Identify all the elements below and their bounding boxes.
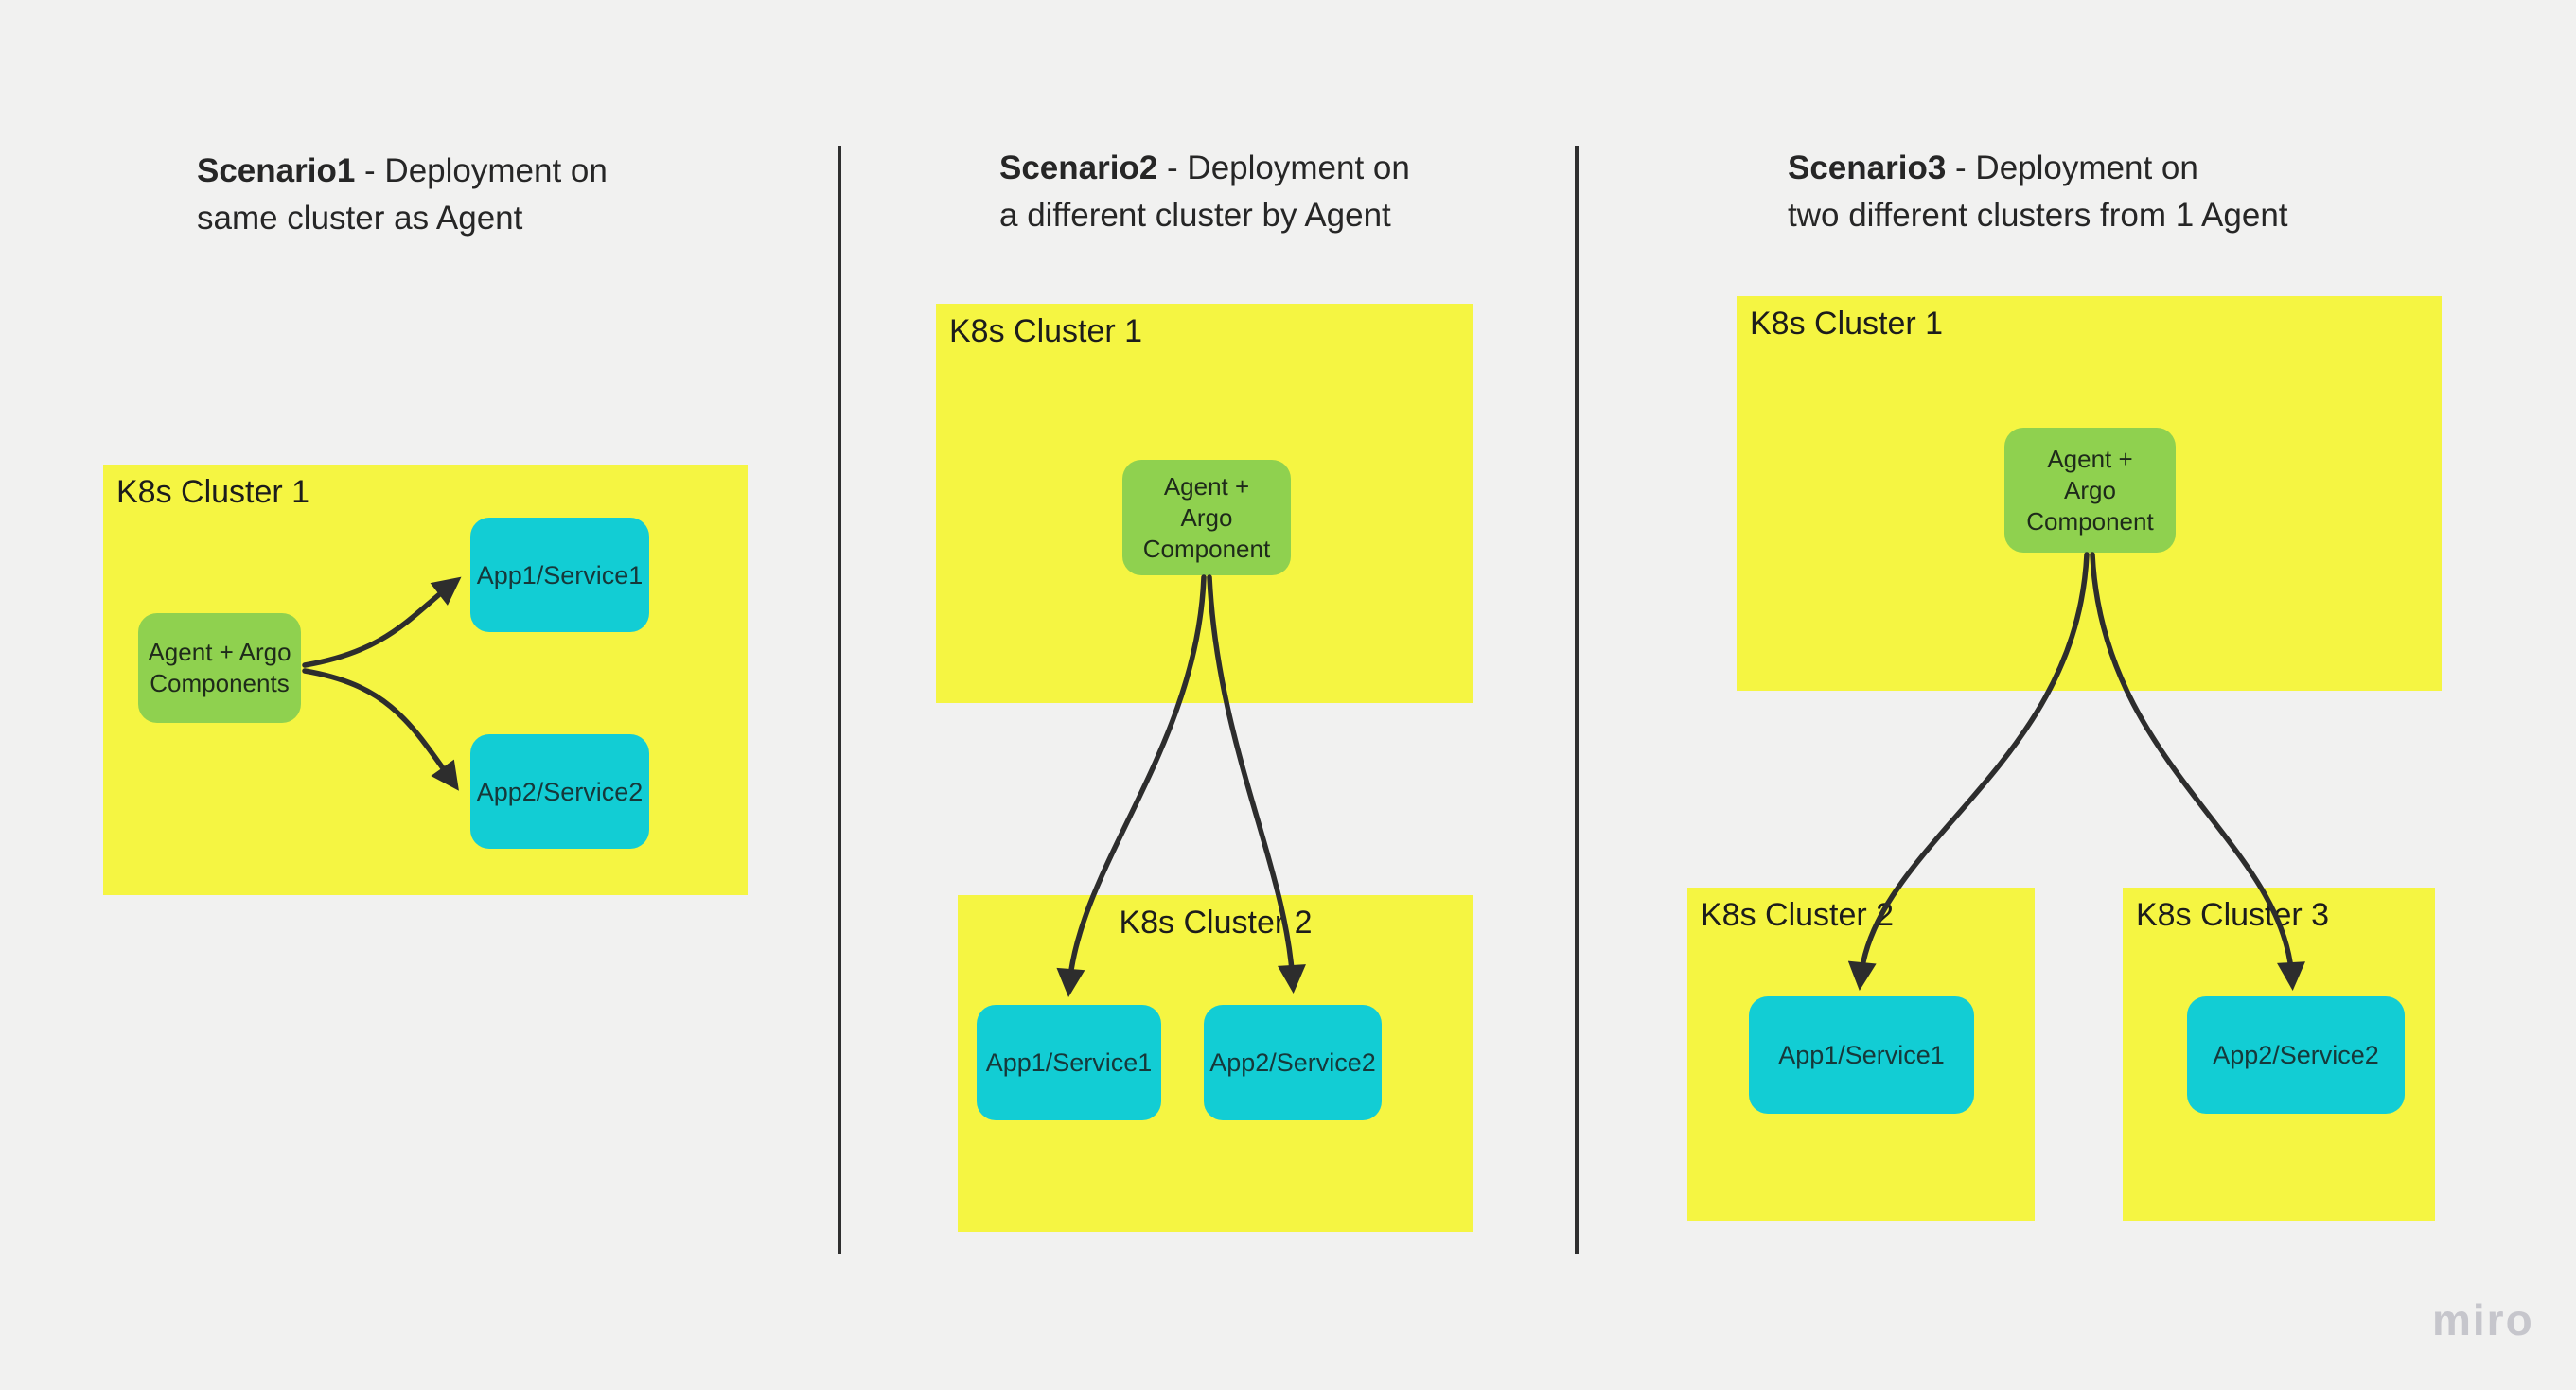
- s1-agent-node[interactable]: Agent + Argo Components: [138, 613, 301, 723]
- s1-app2-node[interactable]: App2/Service2: [470, 734, 649, 849]
- s3-agent-label: Agent + Argo Component: [2026, 444, 2154, 536]
- s3-app1-label: App1/Service1: [1778, 1041, 1945, 1069]
- s2-agent-label: Agent + Argo Component: [1142, 471, 1271, 563]
- scenario3-title-bold: Scenario3: [1788, 150, 1947, 186]
- s2-cluster2-label: K8s Cluster 2: [1119, 905, 1313, 941]
- s2-app1-label: App1/Service1: [985, 1048, 1153, 1077]
- scenario2-title[interactable]: Scenario2 - Deployment on a different clu…: [999, 145, 1410, 239]
- s1-app1-label: App1/Service1: [476, 560, 644, 589]
- s2-cluster1-label: K8s Cluster 1: [949, 313, 1143, 349]
- s1-agent-label: Agent + Argo Components: [148, 638, 291, 697]
- scenario1-title-line2: same cluster as Agent: [197, 200, 523, 237]
- s3-app2-label: App2/Service2: [2213, 1041, 2379, 1069]
- divider-line-1[interactable]: [838, 146, 841, 1254]
- scenario3-title-line2: two different clusters from 1 Agent: [1788, 197, 2288, 234]
- miro-watermark: miro: [2432, 1295, 2534, 1345]
- scenario1-title-rest: - Deployment on: [355, 152, 608, 189]
- scenario1-title[interactable]: Scenario1 - Deployment on same cluster as…: [197, 148, 608, 242]
- s2-app2-label: App2/Service2: [1209, 1048, 1376, 1077]
- divider-line-2[interactable]: [1575, 146, 1579, 1254]
- s1-app1-node[interactable]: App1/Service1: [470, 518, 649, 632]
- s2-agent-node[interactable]: Agent + Argo Component: [1122, 460, 1291, 575]
- scenario2-title-rest: - Deployment on: [1157, 150, 1410, 186]
- scenario2-title-line2: a different cluster by Agent: [999, 197, 1391, 234]
- scenario3-title[interactable]: Scenario3 - Deployment on two different c…: [1788, 145, 2288, 239]
- s3-cluster1-label: K8s Cluster 1: [1750, 306, 1944, 342]
- scenario1-title-bold: Scenario1: [197, 152, 356, 189]
- s1-app2-label: App2/Service2: [476, 777, 644, 806]
- s3-app2-node[interactable]: App2/Service2: [2187, 996, 2405, 1114]
- s3-cluster2-label: K8s Cluster 2: [1701, 897, 1895, 933]
- s2-app1-node[interactable]: App1/Service1: [977, 1005, 1161, 1120]
- s2-app2-node[interactable]: App2/Service2: [1204, 1005, 1382, 1120]
- s3-cluster3-label: K8s Cluster 3: [2136, 897, 2330, 933]
- s3-app1-node[interactable]: App1/Service1: [1749, 996, 1974, 1114]
- s3-agent-node[interactable]: Agent + Argo Component: [2004, 428, 2176, 553]
- scenario3-title-rest: - Deployment on: [1946, 150, 2198, 186]
- scenario2-title-bold: Scenario2: [999, 150, 1158, 186]
- s1-cluster1-label: K8s Cluster 1: [116, 474, 310, 510]
